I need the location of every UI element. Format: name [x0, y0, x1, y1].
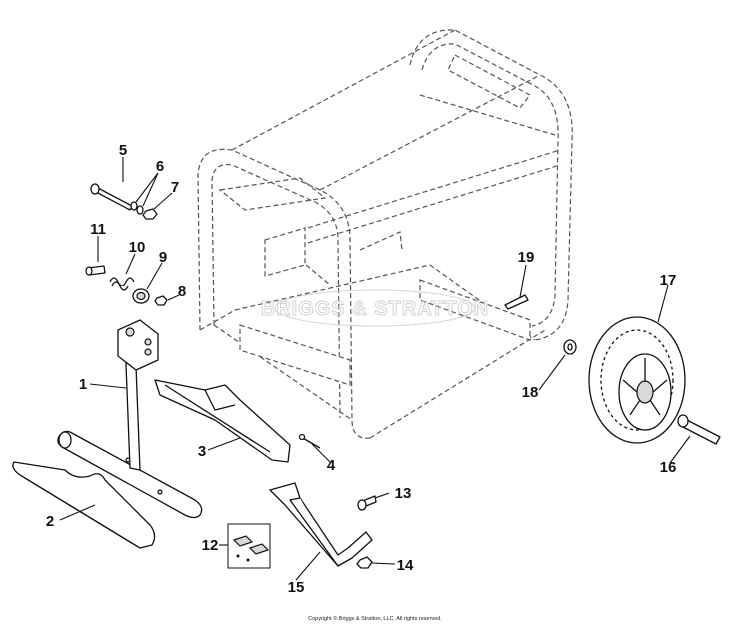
- part-6-washers: [130, 201, 144, 215]
- part-1-support-leg: [57, 319, 203, 519]
- callout-18: 18: [522, 384, 539, 401]
- part-7-nut: [142, 208, 158, 220]
- part-3-rail-bracket: [154, 379, 291, 463]
- part-9-knob: [132, 288, 150, 304]
- part-8-nut: [154, 295, 168, 306]
- part-12-pads: [227, 523, 271, 569]
- callout-9: 9: [159, 249, 167, 266]
- callout-4: 4: [327, 457, 336, 474]
- leader-lines: [59, 157, 691, 581]
- callout-10: 10: [129, 239, 146, 256]
- callout-16: 16: [660, 459, 677, 476]
- callout-labels: 5 6 7 11 10 9 8 1 2 3 4 12 13 14 15 19 1…: [46, 142, 677, 596]
- part-4-pin: [298, 433, 321, 449]
- callout-11: 11: [90, 221, 106, 238]
- callout-19: 19: [518, 249, 535, 266]
- part-19-clip: [504, 294, 529, 310]
- callout-7: 7: [171, 179, 179, 196]
- part-18-washer: [563, 339, 577, 355]
- copyright-notice: Copyright © Briggs & Stratton, LLC. All …: [308, 615, 442, 622]
- part-17-wheel: [588, 316, 686, 444]
- brand-watermark: BRIGGS & STRATTON: [260, 289, 489, 327]
- part-10-spring: [109, 277, 135, 291]
- callout-13: 13: [395, 485, 412, 502]
- part-15-bracket: [269, 482, 373, 567]
- callout-6: 6: [156, 158, 164, 175]
- callout-12: 12: [202, 537, 219, 554]
- part-14-nut: [356, 556, 373, 569]
- part-11-pin: [85, 265, 106, 276]
- generator-frame: [197, 29, 573, 439]
- callout-8: 8: [178, 283, 186, 300]
- callout-1: 1: [79, 376, 87, 393]
- svg-text:BRIGGS & STRATTON: BRIGGS & STRATTON: [261, 298, 489, 320]
- callout-15: 15: [288, 579, 305, 596]
- callout-5: 5: [119, 142, 127, 159]
- callout-14: 14: [397, 557, 414, 574]
- callout-3: 3: [198, 443, 206, 460]
- part-13-screw: [357, 495, 377, 511]
- callout-2: 2: [46, 513, 54, 530]
- part-5-bolt: [90, 183, 133, 211]
- callout-17: 17: [660, 272, 677, 289]
- part-16-axle: [677, 414, 721, 445]
